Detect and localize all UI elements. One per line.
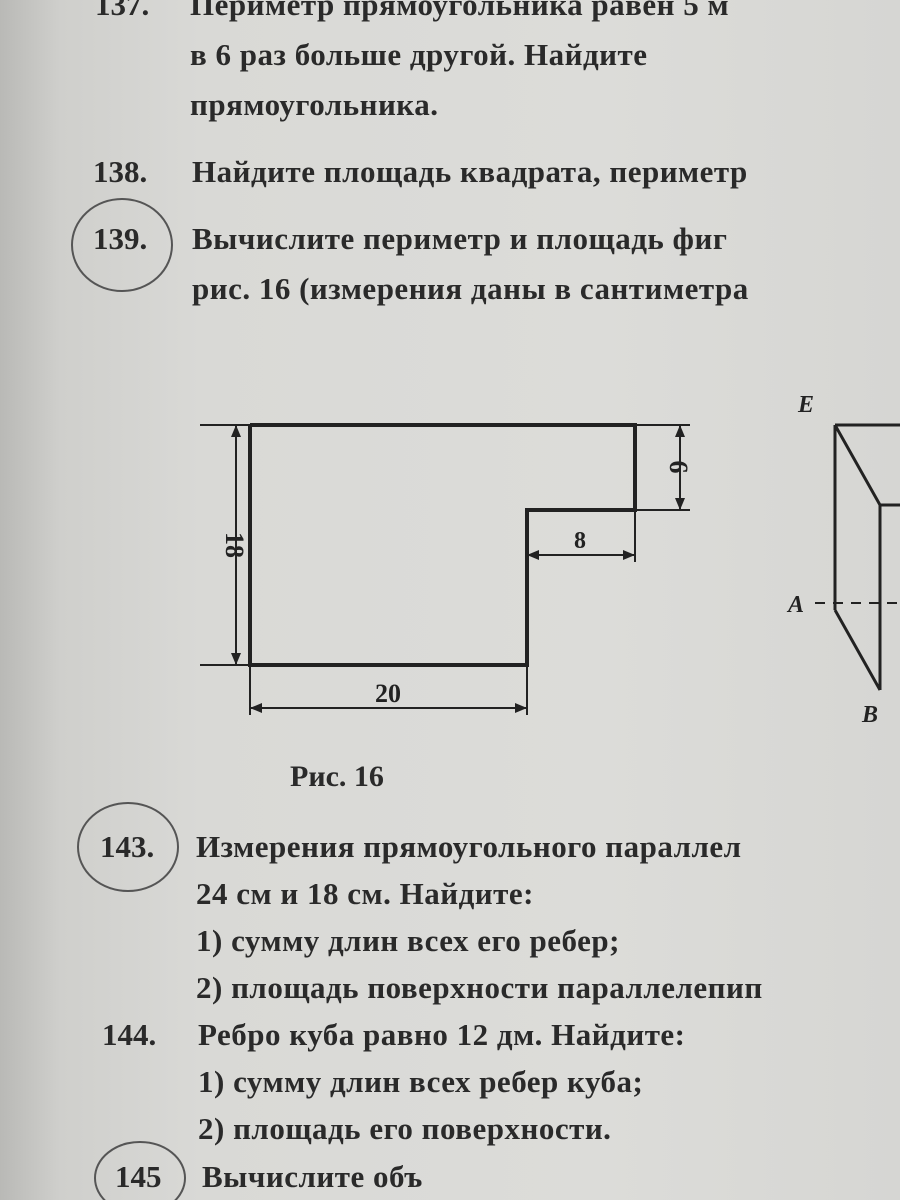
- problem-text: Найдите площадь квадрата, периметр: [192, 154, 748, 189]
- problem-text: Измерения прямоугольного параллел: [196, 829, 742, 864]
- problem-text: 2) площадь его поверхности.: [198, 1111, 612, 1146]
- figure-caption: Рис. 16: [290, 760, 384, 793]
- pencil-circle-139: [71, 198, 173, 292]
- problem-text: Вычислите объ: [202, 1159, 423, 1194]
- problem-text: 1) сумму длин всех его ребер;: [196, 923, 620, 958]
- problem-text: Ребро куба равно 12 дм. Найдите:: [198, 1017, 686, 1052]
- problem-number: 138.: [93, 154, 148, 189]
- dimension-label-6: 6: [664, 461, 693, 474]
- parallelepiped-drawing: [815, 423, 900, 691]
- pencil-circle-143: [77, 802, 179, 892]
- problem-text: прямоугольника.: [190, 87, 439, 122]
- vertex-label-e: E: [797, 392, 814, 418]
- vertex-label-a: A: [786, 592, 804, 618]
- problem-number: 139.: [93, 221, 148, 256]
- problem-number: 143.: [100, 829, 155, 864]
- problem-number: 144.: [102, 1017, 157, 1052]
- problem-text: 24 см и 18 см. Найдите:: [196, 876, 534, 911]
- vertex-label-b: B: [861, 702, 878, 728]
- problem-text: рис. 16 (измерения даны в сантиметра: [192, 271, 749, 306]
- dimension-label-20: 20: [375, 679, 401, 708]
- dimension-label-8: 8: [574, 528, 586, 554]
- problem-text: в 6 раз больше другой. Найдите: [190, 37, 648, 72]
- dimension-label-18: 18: [220, 532, 249, 558]
- problem-text: 2) площадь поверхности параллелепип: [196, 970, 763, 1005]
- pencil-circle-145: [94, 1141, 186, 1200]
- problem-text: Периметр прямоугольника равен 5 м: [190, 0, 730, 22]
- problem-text: Вычислите периметр и площадь фиг: [192, 221, 728, 256]
- problem-text: 1) сумму длин всех ребер куба;: [198, 1064, 644, 1099]
- problem-number: 137.: [95, 0, 150, 22]
- problem-number: 145: [115, 1159, 162, 1194]
